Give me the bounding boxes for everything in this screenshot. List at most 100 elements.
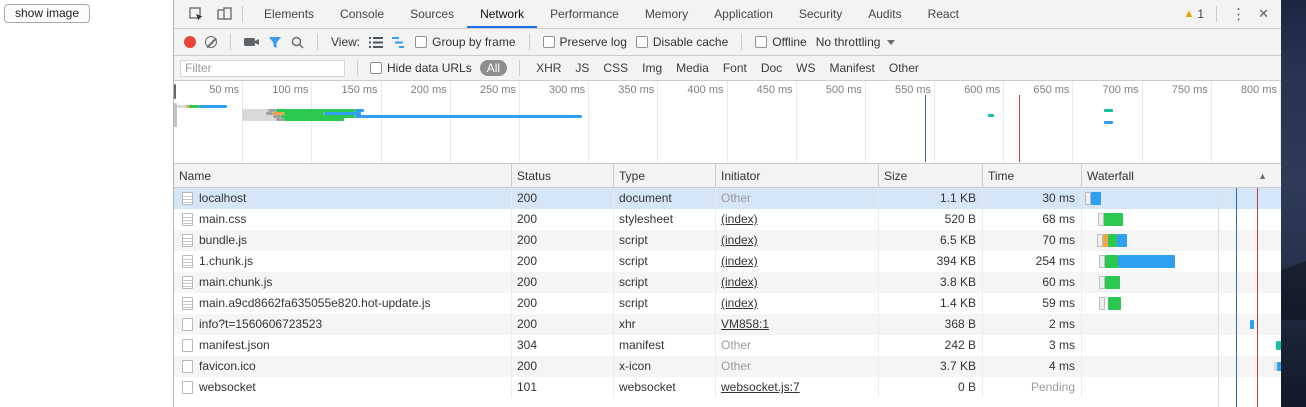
request-name: main.chunk.js bbox=[199, 272, 272, 293]
filter-chip-img[interactable]: Img bbox=[642, 61, 662, 75]
tab-network[interactable]: Network bbox=[467, 0, 537, 28]
initiator-cell[interactable]: (index) bbox=[715, 209, 878, 230]
overview-tick: 750 ms bbox=[1143, 81, 1212, 163]
view-waterfall-icon[interactable] bbox=[392, 37, 406, 48]
sort-ascending-icon[interactable]: ▲ bbox=[1258, 171, 1267, 181]
table-row[interactable]: bundle.js200script(index)6.5 KB70 ms bbox=[174, 230, 1281, 251]
offline-checkbox[interactable]: Offline bbox=[755, 35, 806, 49]
filter-chip-css[interactable]: CSS bbox=[603, 61, 628, 75]
waterfall-cell bbox=[1081, 209, 1281, 230]
divider bbox=[1216, 6, 1217, 22]
waterfall-grid-line bbox=[1218, 188, 1219, 407]
preserve-log-checkbox[interactable]: Preserve log bbox=[543, 35, 627, 49]
size-cell: 1.4 KB bbox=[878, 293, 982, 314]
waterfall-cell bbox=[1081, 356, 1281, 377]
initiator-cell[interactable]: (index) bbox=[715, 293, 878, 314]
filter-chip-xhr[interactable]: XHR bbox=[536, 61, 561, 75]
column-header-name[interactable]: Name bbox=[174, 164, 511, 187]
table-row[interactable]: favicon.ico200x-iconOther3.7 KB4 ms bbox=[174, 356, 1281, 377]
waterfall-cell bbox=[1081, 272, 1281, 293]
divider bbox=[242, 6, 243, 22]
initiator-cell: Other bbox=[715, 335, 878, 356]
overview-tick: 50 ms bbox=[174, 81, 243, 163]
record-button[interactable] bbox=[184, 36, 196, 48]
inspect-element-icon[interactable] bbox=[188, 6, 204, 22]
type-cell: document bbox=[613, 188, 715, 209]
tab-audits[interactable]: Audits bbox=[855, 0, 914, 28]
search-icon[interactable] bbox=[291, 36, 304, 49]
tab-elements[interactable]: Elements bbox=[251, 0, 327, 28]
file-icon bbox=[182, 339, 193, 352]
initiator-cell[interactable]: (index) bbox=[715, 251, 878, 272]
divider bbox=[230, 34, 231, 50]
type-cell: websocket bbox=[613, 377, 715, 398]
tab-application[interactable]: Application bbox=[701, 0, 786, 28]
request-name: localhost bbox=[199, 188, 246, 209]
table-row[interactable]: manifest.json304manifestOther242 B3 ms bbox=[174, 335, 1281, 356]
filter-input[interactable] bbox=[180, 60, 345, 77]
waterfall-bar bbox=[1117, 234, 1127, 247]
table-row[interactable]: main.a9cd8662fa635055e820.hot-update.js2… bbox=[174, 293, 1281, 314]
tab-console[interactable]: Console bbox=[327, 0, 397, 28]
filter-chip-all[interactable]: All bbox=[480, 60, 507, 76]
tabbar-right: ▲ 1 ⋮ ✕ bbox=[1184, 6, 1281, 22]
tab-memory[interactable]: Memory bbox=[632, 0, 701, 28]
filter-chip-media[interactable]: Media bbox=[676, 61, 709, 75]
tab-performance[interactable]: Performance bbox=[537, 0, 632, 28]
timeline-overview[interactable]: 50 ms100 ms150 ms200 ms250 ms300 ms350 m… bbox=[174, 81, 1281, 164]
request-name: favicon.ico bbox=[199, 356, 256, 377]
clear-button[interactable] bbox=[205, 36, 217, 48]
page-background: show image bbox=[0, 0, 173, 407]
initiator-cell[interactable]: (index) bbox=[715, 230, 878, 251]
tab-security[interactable]: Security bbox=[786, 0, 855, 28]
device-toolbar-icon[interactable] bbox=[216, 6, 232, 22]
hide-data-urls-checkbox[interactable]: Hide data URLs bbox=[370, 61, 472, 75]
group-by-frame-checkbox[interactable]: Group by frame bbox=[415, 35, 515, 49]
column-header-waterfall[interactable]: Waterfall ▲ bbox=[1081, 164, 1281, 187]
initiator-cell[interactable]: VM858:1 bbox=[715, 314, 878, 335]
table-row[interactable]: localhost200documentOther1.1 KB30 ms bbox=[174, 188, 1281, 209]
filter-chip-doc[interactable]: Doc bbox=[761, 61, 782, 75]
disable-cache-checkbox[interactable]: Disable cache bbox=[636, 35, 728, 49]
filter-chip-js[interactable]: JS bbox=[575, 61, 589, 75]
initiator-cell[interactable]: websocket.js:7 bbox=[715, 377, 878, 398]
view-label: View: bbox=[331, 35, 360, 49]
filter-funnel-icon[interactable] bbox=[268, 36, 282, 49]
filter-chip-manifest[interactable]: Manifest bbox=[830, 61, 875, 75]
throttling-dropdown[interactable]: No throttling bbox=[816, 35, 896, 49]
table-row[interactable]: main.css200stylesheet(index)520 B68 ms bbox=[174, 209, 1281, 230]
status-cell: 200 bbox=[511, 314, 613, 335]
size-cell: 368 B bbox=[878, 314, 982, 335]
document-icon bbox=[182, 213, 193, 226]
waterfall-cell bbox=[1081, 314, 1281, 335]
type-cell: script bbox=[613, 230, 715, 251]
request-table-body: localhost200documentOther1.1 KB30 msmain… bbox=[174, 188, 1281, 407]
divider bbox=[357, 60, 358, 76]
kebab-menu-icon[interactable]: ⋮ bbox=[1229, 7, 1248, 22]
filter-chip-font[interactable]: Font bbox=[723, 61, 747, 75]
request-name: manifest.json bbox=[199, 335, 270, 356]
initiator-cell[interactable]: (index) bbox=[715, 272, 878, 293]
table-row[interactable]: info?t=1560606723523200xhrVM858:1368 B2 … bbox=[174, 314, 1281, 335]
show-image-button[interactable]: show image bbox=[4, 4, 90, 23]
overview-tick: 650 ms bbox=[1004, 81, 1073, 163]
filter-chip-other[interactable]: Other bbox=[889, 61, 919, 75]
tab-react[interactable]: React bbox=[915, 0, 972, 28]
column-header-type[interactable]: Type bbox=[613, 164, 715, 187]
table-row[interactable]: main.chunk.js200script(index)3.8 KB60 ms bbox=[174, 272, 1281, 293]
time-cell: 70 ms bbox=[982, 230, 1081, 251]
tab-sources[interactable]: Sources bbox=[397, 0, 467, 28]
type-cell: manifest bbox=[613, 335, 715, 356]
close-icon[interactable]: ✕ bbox=[1256, 6, 1271, 22]
column-header-time[interactable]: Time bbox=[982, 164, 1081, 187]
screenshot-capture-icon[interactable] bbox=[244, 36, 259, 48]
waterfall-bar bbox=[1118, 255, 1175, 268]
column-header-status[interactable]: Status bbox=[511, 164, 613, 187]
table-row[interactable]: websocket101websocketwebsocket.js:70 BPe… bbox=[174, 377, 1281, 398]
column-header-initiator[interactable]: Initiator bbox=[715, 164, 878, 187]
filter-chip-ws[interactable]: WS bbox=[796, 61, 815, 75]
view-list-icon[interactable] bbox=[369, 37, 383, 48]
column-header-size[interactable]: Size bbox=[878, 164, 982, 187]
console-warning-badge[interactable]: ▲ 1 bbox=[1184, 7, 1205, 21]
table-row[interactable]: 1.chunk.js200script(index)394 KB254 ms bbox=[174, 251, 1281, 272]
